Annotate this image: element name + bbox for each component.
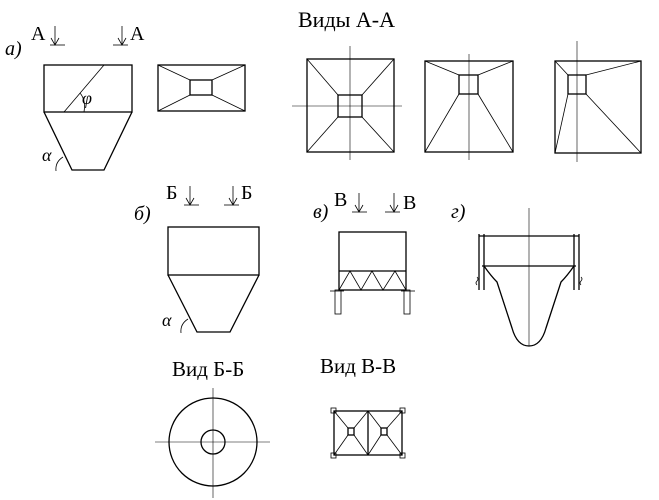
view-bb-title: Вид Б-Б (172, 357, 244, 381)
figure-a-label: а) (5, 38, 22, 60)
section-mark-b-right: Б (241, 182, 252, 204)
view-aa-variant-3 (554, 41, 642, 162)
bunker-v-body (338, 231, 407, 291)
figure-a-bunker: а) А А φ α (5, 23, 145, 172)
view-vv-title: Вид В-В (320, 354, 396, 378)
figure-b-bunker: б) Б Б α (134, 182, 260, 334)
view-vv-plan (330, 407, 406, 459)
bunker-b-hopper (167, 274, 260, 333)
plan-view-a-small (157, 64, 246, 112)
section-mark-a-right: А (130, 23, 145, 45)
figure-b-label: б) (134, 203, 151, 225)
bunker-v-right-leg (401, 289, 415, 315)
view-aa-variant-2 (424, 54, 514, 160)
bunker-a-diagonal (63, 64, 105, 113)
angle-alpha-b-label: α (162, 310, 172, 330)
figure-v-label: в) (313, 201, 329, 223)
angle-arc-phi (79, 92, 85, 113)
section-arrow-b-right (224, 186, 239, 206)
view-aa-variant-1 (292, 46, 402, 160)
bunker-a-hopper (43, 111, 133, 171)
bunker-b-cylinder (167, 226, 260, 276)
figure-v-bunker: в) В В (313, 189, 416, 315)
angle-phi-label: φ (82, 88, 92, 108)
angle-arc-alpha-a (55, 156, 64, 172)
section-arrow-v-left (352, 193, 367, 213)
views-aa-title: Виды А-А (298, 7, 395, 32)
bunker-a-cylinder (43, 64, 133, 113)
view-bb-plan (155, 388, 270, 498)
angle-arc-alpha-b (180, 318, 189, 334)
section-mark-v-left: В (334, 189, 347, 211)
section-mark-b-left: Б (166, 182, 177, 204)
angle-alpha-a-label: α (42, 145, 52, 165)
bunker-v-left-leg (330, 289, 344, 315)
section-mark-v-right: В (403, 192, 416, 214)
figure-g-label: г) (451, 201, 466, 223)
bunker-v-pyramids (338, 270, 407, 291)
section-arrow-a-right (113, 26, 128, 46)
figure-g-bunker: г) (451, 201, 583, 347)
section-arrow-v-right (385, 193, 400, 213)
section-arrow-b-left (184, 186, 199, 206)
section-mark-a-left: А (31, 23, 46, 45)
section-arrow-a-left (50, 26, 65, 46)
